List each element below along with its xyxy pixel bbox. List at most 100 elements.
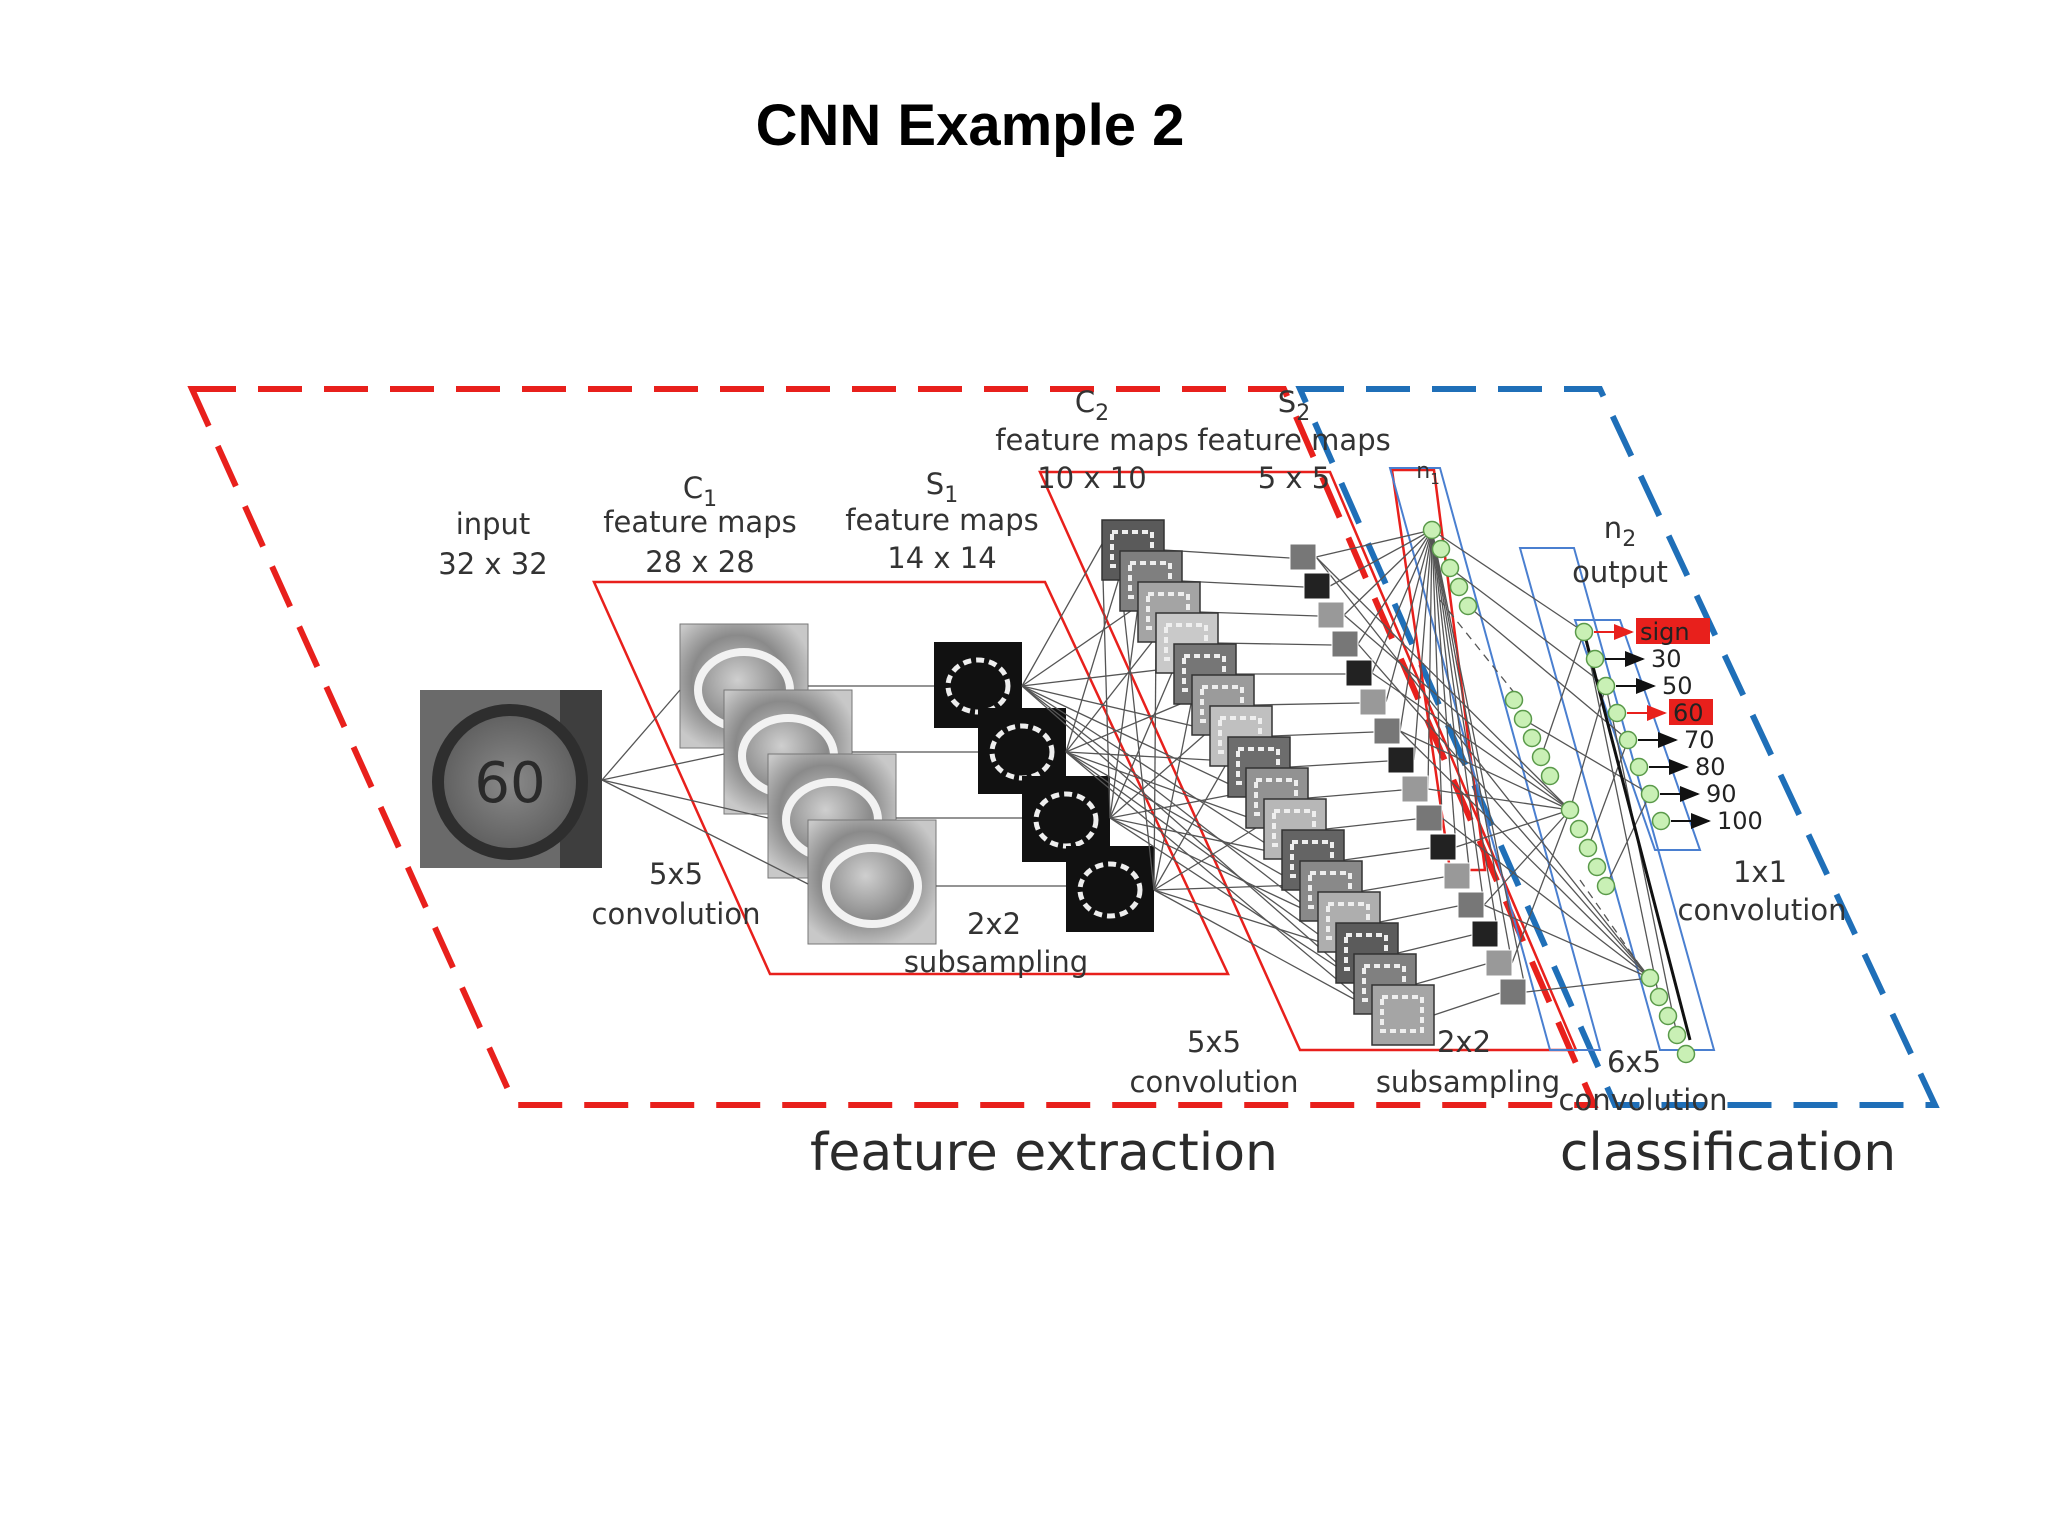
neuron (1676, 1044, 1696, 1064)
s2-label: feature maps (1197, 423, 1390, 457)
c2-label: feature maps (995, 423, 1188, 457)
output-neuron (1651, 811, 1671, 831)
s2-map (1443, 862, 1471, 890)
c2-feature-maps (1101, 519, 1435, 1046)
sub2-label: subsampling (1376, 1065, 1560, 1099)
s2-map (1457, 891, 1485, 919)
neuron (1431, 539, 1451, 559)
output-highlight-box (1636, 618, 1710, 644)
c1-s1-layer-frame (592, 580, 1230, 976)
output-neuron-frame (1573, 619, 1702, 851)
output-neuron (1640, 784, 1660, 804)
output-neuron (1585, 649, 1605, 669)
output-neuron (1596, 676, 1616, 696)
n2-letter: n2 (1604, 511, 1636, 552)
s2-map (1373, 717, 1401, 745)
s2-map (1359, 688, 1387, 716)
output-class-label: 80 (1695, 753, 1726, 781)
s2-map (1499, 978, 1527, 1006)
c2-size-label: 10 x 10 (1037, 461, 1146, 495)
s2-map (1471, 920, 1499, 948)
s2-map (1345, 659, 1373, 687)
neuron (1531, 747, 1551, 767)
c1-letter: C1 (683, 471, 717, 512)
neuron (1422, 520, 1442, 540)
neuron (1667, 1025, 1687, 1045)
neuron (1458, 596, 1478, 616)
output-neuron (1574, 622, 1594, 642)
s1-label: feature maps (845, 503, 1038, 537)
neuron (1522, 728, 1542, 748)
s2-map (1331, 630, 1359, 658)
s2-size-label: 5 x 5 (1258, 461, 1331, 495)
feature-extraction-label: feature extraction (810, 1123, 1278, 1183)
output-class-label: 60 (1673, 699, 1704, 727)
sub1-label: subsampling (904, 945, 1088, 979)
output-class-label: 50 (1662, 672, 1693, 700)
input-size-label: 32 x 32 (438, 547, 547, 581)
s2-map (1415, 804, 1443, 832)
n1-layer-frame (1390, 468, 1487, 872)
conv1-size-label: 5x5 (649, 857, 703, 891)
s1-feature-maps (934, 642, 1154, 932)
c2-map (1371, 984, 1435, 1046)
output-neuron (1607, 703, 1627, 723)
conv3-size-label: 6x5 (1607, 1045, 1661, 1079)
output-class-label: 100 (1717, 807, 1763, 835)
neuron (1569, 819, 1589, 839)
s1-letter: S1 (926, 467, 958, 508)
sub2-size-label: 2x2 (1437, 1025, 1491, 1059)
neuron (1560, 800, 1580, 820)
n1-neuron-frame (1388, 467, 1602, 1051)
s1-map (1066, 846, 1154, 932)
neuron (1640, 968, 1660, 988)
conv1-label: convolution (592, 897, 761, 931)
s1-size-label: 14 x 14 (887, 541, 996, 575)
output-class-label: 90 (1706, 780, 1737, 808)
s2-letter: S2 (1278, 385, 1310, 426)
classification-region (1295, 386, 1940, 1108)
classification-label: classification (1560, 1123, 1896, 1183)
n2-label: output (1572, 555, 1668, 589)
slide-title: CNN Example 2 (755, 93, 1185, 158)
s2-feature-maps (1289, 543, 1527, 1006)
input-sign-number: 60 (474, 751, 545, 816)
neuron (1513, 709, 1533, 729)
neuron (1658, 1006, 1678, 1026)
neuron (1540, 766, 1560, 786)
output-class-label: sign (1640, 618, 1690, 646)
s2-map (1303, 572, 1331, 600)
neuron (1449, 577, 1469, 597)
neuron (1440, 558, 1460, 578)
connection-lines (601, 529, 1692, 1041)
s2-map (1429, 833, 1457, 861)
neuron (1578, 838, 1598, 858)
conv4-size-label: 1x1 (1733, 855, 1787, 889)
neurons (1422, 520, 1696, 1064)
s2-map (1387, 746, 1415, 774)
neuron (1587, 857, 1607, 877)
c1-label: feature maps (603, 505, 796, 539)
s2-map (1401, 775, 1429, 803)
c1-size-label: 28 x 28 (645, 545, 754, 579)
neuron (1596, 876, 1616, 896)
c2-letter: C2 (1075, 385, 1109, 426)
neuron (1649, 987, 1669, 1007)
input-image: 60 (420, 690, 602, 868)
conv4-label: convolution (1678, 893, 1847, 927)
output-highlight-box (1669, 699, 1713, 725)
s2-map (1289, 543, 1317, 571)
output-neuron (1618, 730, 1638, 750)
conv2-label: convolution (1130, 1065, 1299, 1099)
neuron (1504, 690, 1524, 710)
c1-feature-maps (679, 623, 937, 945)
feature-extraction-region (187, 386, 1599, 1108)
s2-map (1317, 601, 1345, 629)
n1-letter: n1 (1416, 459, 1440, 488)
output-class-label: 30 (1651, 645, 1682, 673)
c1-map (807, 819, 937, 945)
s2-map (1485, 949, 1513, 977)
conv2-size-label: 5x5 (1187, 1025, 1241, 1059)
input-label: input (456, 507, 531, 541)
